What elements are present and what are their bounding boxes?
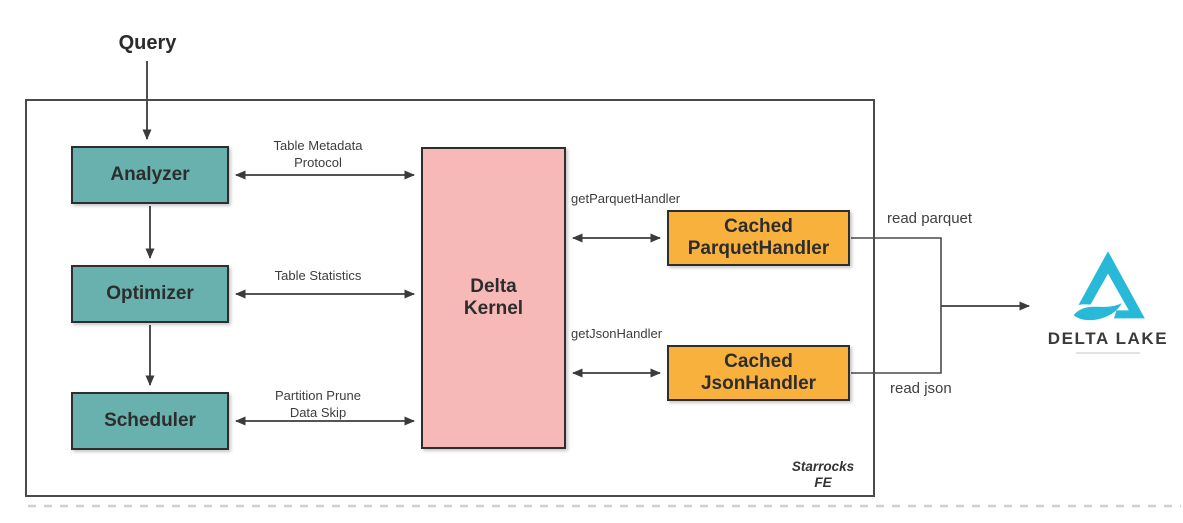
delta-lake-logo: DELTA LAKE xyxy=(1028,248,1183,356)
node-delta-kernel: Delta Kernel xyxy=(421,147,566,449)
starrocks-fe-label: Starrocks FE xyxy=(763,459,883,491)
edge-label-table-statistics: Table Statistics xyxy=(274,268,362,283)
node-scheduler: Scheduler xyxy=(71,392,229,450)
delta-lake-triangle-icon xyxy=(1068,251,1145,325)
edge-label-getparquethandler: getParquetHandler xyxy=(571,191,681,206)
node-cached-parquethandler-line1: Cached xyxy=(724,215,793,237)
node-cached-parquethandler-line2: ParquetHandler xyxy=(687,238,830,259)
edge-label-partition-prune-data-skip: Partition Prune Data Skip xyxy=(248,388,388,422)
query-label: Query xyxy=(118,32,177,54)
node-cached-jsonhandler: Cached JsonHandler xyxy=(667,345,850,401)
edge-label-table-metadata: Table Metadata xyxy=(273,138,363,153)
node-delta-kernel-line1: Delta xyxy=(470,275,517,297)
node-optimizer-label: Optimizer xyxy=(106,282,194,304)
edge-label-table-metadata-protocol: Table Metadata Protocol xyxy=(248,138,388,172)
node-analyzer: Analyzer xyxy=(71,146,229,204)
delta-lake-wordmark: DELTA LAKE xyxy=(1047,329,1169,348)
node-delta-kernel-line2: Kernel xyxy=(463,298,524,319)
node-cached-jsonhandler-line1: Cached xyxy=(724,350,793,372)
edge-label-protocol: Protocol xyxy=(294,154,342,170)
edge-label-partition-prune: Partition Prune xyxy=(275,388,361,403)
node-cached-jsonhandler-line2: JsonHandler xyxy=(700,373,817,394)
edge-label-read-parquet: read parquet xyxy=(887,210,973,227)
edge-label-read-json: read json xyxy=(890,380,952,397)
node-scheduler-label: Scheduler xyxy=(104,409,196,431)
starrocks-fe-label-line1: Starrocks xyxy=(791,459,855,474)
node-optimizer: Optimizer xyxy=(71,265,229,323)
edge-label-data-skip: Data Skip xyxy=(289,404,347,420)
delta-lake-underline xyxy=(1076,352,1140,354)
starrocks-fe-container xyxy=(25,99,875,497)
node-cached-parquethandler: Cached ParquetHandler xyxy=(667,210,850,266)
edge-label-getjsonhandler: getJsonHandler xyxy=(571,326,663,341)
node-analyzer-label: Analyzer xyxy=(110,163,190,185)
starrocks-fe-label-line2: FE xyxy=(814,475,832,491)
